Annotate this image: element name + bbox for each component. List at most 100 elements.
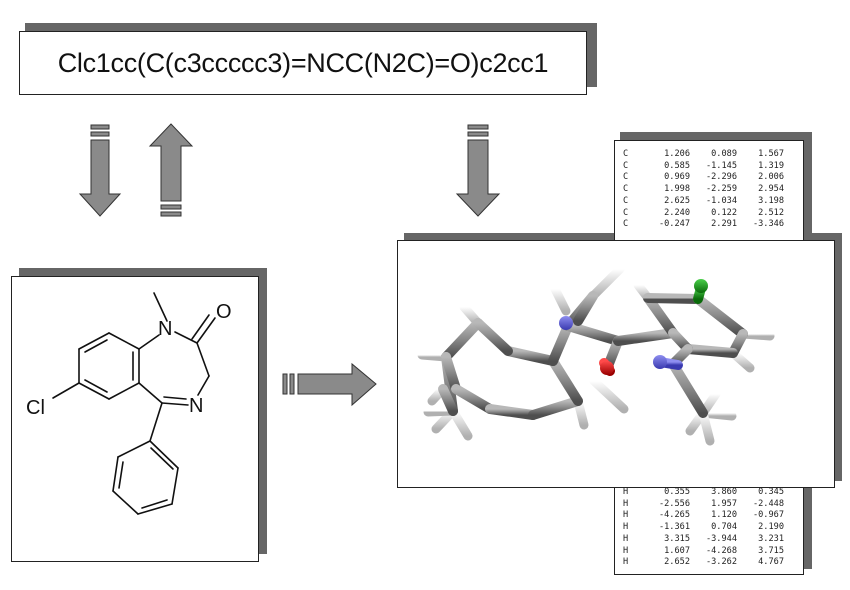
coordinate-row: C 1.206 0.089 1.567 — [623, 149, 784, 161]
coordinate-row: H -2.556 1.957 -2.448 — [623, 499, 784, 511]
coord-y: -1.145 — [705, 160, 737, 171]
smiles-box: Clc1cc(C(c3ccccc3)=NCC(N2C)=O)c2cc1 — [19, 31, 587, 95]
bond — [171, 467, 179, 505]
bond — [197, 375, 210, 396]
element-symbol: C — [623, 219, 629, 230]
coord-z: 2.006 — [758, 172, 784, 183]
arrow-up-2d-to-smiles — [148, 123, 194, 217]
bond — [163, 396, 187, 400]
coord-y: -2.296 — [705, 172, 737, 183]
arrow-right-2d-to-3d — [282, 362, 377, 407]
chlorine-atom — [694, 279, 708, 293]
structure-2d-drawing: N O N Cl — [26, 292, 232, 515]
coord-y: 1.957 — [711, 498, 737, 509]
coordinate-row: C -0.247 2.291 -3.346 — [623, 219, 784, 231]
element-symbol: C — [623, 149, 629, 159]
coord-y: -3.262 — [705, 557, 737, 568]
bond — [78, 332, 110, 350]
element-symbol: H — [623, 487, 629, 497]
element-symbol: H — [623, 545, 629, 556]
bond-inner — [84, 379, 108, 393]
bond — [149, 402, 163, 442]
coord-z: 4.767 — [758, 557, 784, 568]
element-symbol: H — [623, 533, 629, 544]
bond — [137, 503, 173, 515]
bond — [108, 382, 140, 400]
coord-y: 0.122 — [711, 207, 737, 218]
coord-y: -4.268 — [705, 545, 737, 556]
bond-inner — [118, 461, 124, 489]
coordinate-row: H 2.652 -3.262 4.767 — [623, 557, 784, 569]
bond — [138, 382, 163, 404]
coord-x: 0.585 — [664, 160, 690, 171]
bond — [153, 292, 168, 322]
coord-z: 1.567 — [758, 149, 784, 159]
coord-z: 2.954 — [758, 184, 784, 195]
coord-x: 2.625 — [664, 195, 690, 206]
coord-y: 0.089 — [711, 149, 737, 159]
bond — [196, 342, 210, 377]
arrow-down-smiles-to-3d — [455, 124, 501, 217]
coord-y: 2.291 — [711, 219, 737, 230]
bond — [191, 314, 210, 340]
element-symbol: C — [623, 160, 629, 171]
coord-x: 2.240 — [664, 207, 690, 218]
coord-z: -3.346 — [752, 219, 784, 230]
coord-z: -2.448 — [752, 498, 784, 509]
coord-x: -0.247 — [658, 219, 690, 230]
element-symbol: H — [623, 557, 629, 568]
coord-y: 0.704 — [711, 522, 737, 533]
coord-z: 2.190 — [758, 522, 784, 533]
bond — [149, 440, 179, 469]
coord-z: 2.512 — [758, 207, 784, 218]
atom-label-o: O — [216, 301, 232, 323]
model-3d-render — [417, 264, 775, 446]
coordinate-row: C 0.585 -1.145 1.319 — [623, 161, 784, 173]
atom-label-cl: Cl — [26, 397, 45, 419]
nitrogen-atom — [559, 316, 573, 330]
coord-z: 3.231 — [758, 533, 784, 544]
bond — [161, 402, 189, 406]
coord-x: 0.355 — [664, 487, 690, 497]
coord-x: 1.607 — [664, 545, 690, 556]
bond — [196, 317, 216, 344]
bond — [117, 440, 151, 458]
element-symbol: C — [623, 172, 629, 183]
element-symbol: H — [623, 522, 629, 533]
element-symbol: C — [623, 184, 629, 195]
coord-z: 1.319 — [758, 160, 784, 171]
coord-y: 1.120 — [711, 510, 737, 521]
coord-z: 3.715 — [758, 545, 784, 556]
coord-x: 2.652 — [664, 557, 690, 568]
bond — [52, 382, 80, 399]
model-3d-box — [397, 240, 835, 488]
coordinate-row: C 1.998 -2.259 2.954 — [623, 184, 784, 196]
bond-inner — [141, 499, 168, 509]
coord-z: -0.967 — [752, 510, 784, 521]
bond-inner — [84, 339, 108, 353]
structure-2d-box: N O N Cl — [11, 276, 259, 562]
coord-y: -2.259 — [705, 184, 737, 195]
oxygen-atom — [600, 361, 614, 375]
coord-x: 1.206 — [664, 149, 690, 159]
coord-x: 3.315 — [664, 533, 690, 544]
element-symbol: H — [623, 498, 629, 509]
nitrogen-atom — [653, 355, 667, 369]
coord-x: 1.998 — [664, 184, 690, 195]
coord-y: -3.944 — [705, 533, 737, 544]
bond — [174, 331, 198, 344]
coord-x: -2.556 — [658, 498, 690, 509]
coord-y: 3.860 — [711, 487, 737, 497]
bond — [138, 334, 160, 350]
coord-y: -1.034 — [705, 195, 737, 206]
element-symbol: H — [623, 510, 629, 521]
bond — [78, 382, 110, 400]
